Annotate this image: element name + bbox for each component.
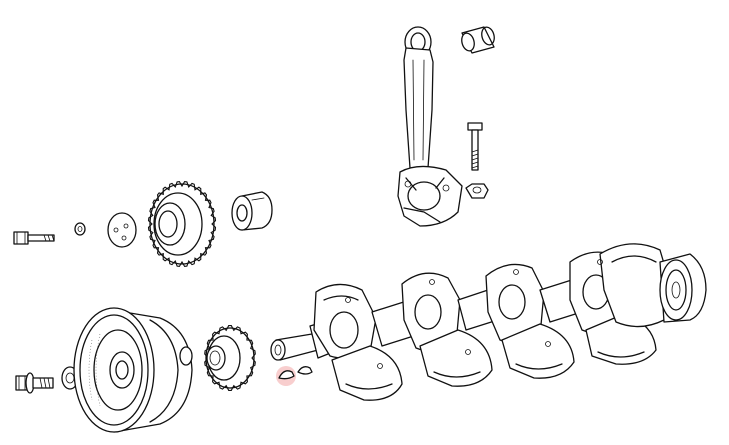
spacer-sleeve[interactable]: [231, 191, 273, 231]
small-end-bushing[interactable]: [460, 26, 496, 54]
washer-small[interactable]: [74, 222, 86, 236]
pulley-bolt[interactable]: [15, 372, 54, 394]
gear-teeth: [147, 181, 217, 267]
harmonic-balancer[interactable]: [73, 307, 193, 433]
plate[interactable]: [107, 212, 137, 248]
crank-gear[interactable]: [204, 325, 256, 391]
woodruff-key-highlighted[interactable]: [276, 366, 296, 386]
crankshaft[interactable]: [270, 243, 707, 401]
woodruff-key[interactable]: [297, 366, 313, 375]
connecting-rod[interactable]: [397, 26, 463, 227]
timing-gear-large[interactable]: [147, 181, 217, 267]
rod-nut[interactable]: [465, 183, 489, 199]
rod-bolt[interactable]: [467, 122, 483, 171]
bolt[interactable]: [13, 231, 55, 245]
